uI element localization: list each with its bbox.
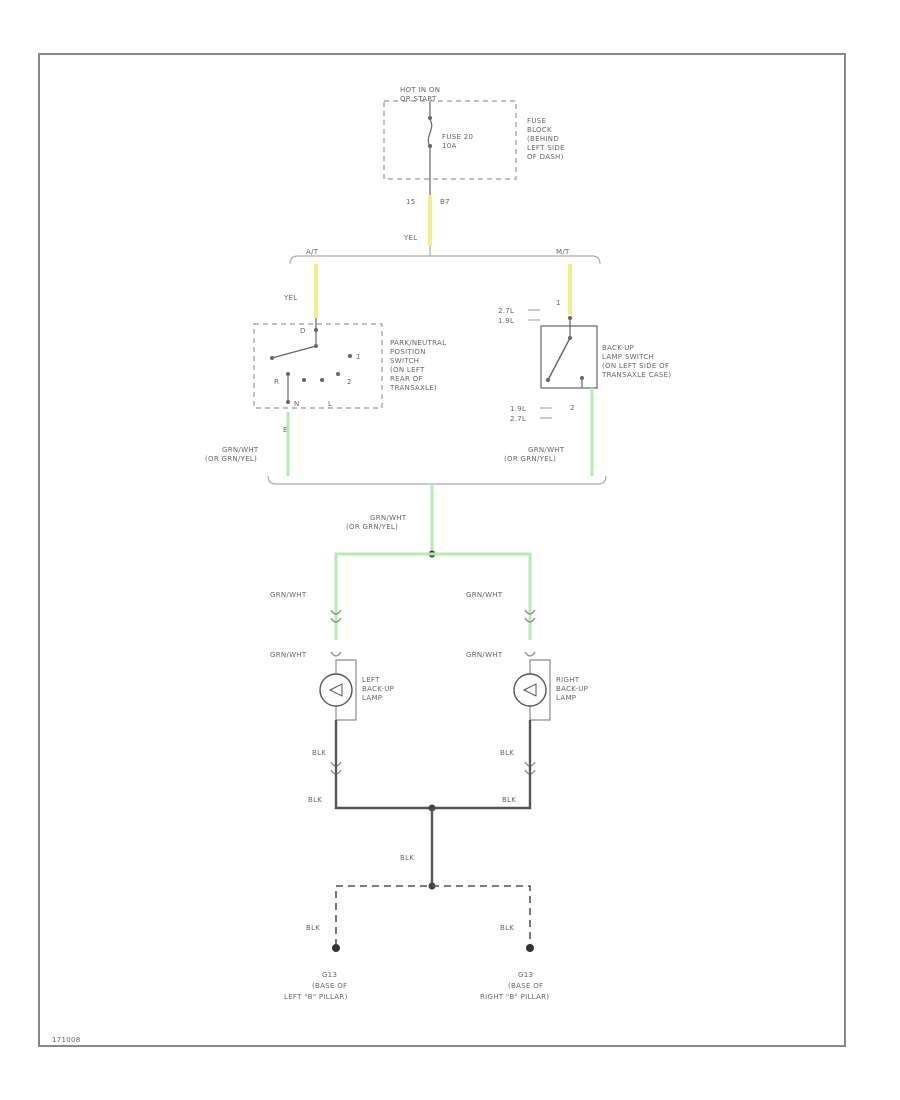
backup-lamp-switch: 2.7L 1.9L 1 BACK-UP LAMP SWITCH (ON LEFT… bbox=[498, 299, 671, 423]
left-lamp-bulb-icon bbox=[319, 673, 353, 707]
right-ground-label-1: G13 bbox=[518, 971, 533, 979]
bu-pin-top1: 2.7L bbox=[498, 307, 514, 315]
right-lamp-label-1: RIGHT bbox=[556, 676, 580, 684]
left-ground-label-3: LEFT "B" PILLAR) bbox=[284, 993, 348, 1001]
right-lamp-blk-2: BLK bbox=[502, 796, 516, 804]
pn-switch-arm bbox=[271, 345, 317, 359]
grn-wire-branch bbox=[334, 552, 532, 640]
fuse-pin-left: 15 bbox=[406, 198, 416, 206]
pn-wire-label: GRN/WHT bbox=[222, 446, 259, 454]
left-lamp-label-2: BACK-UP bbox=[362, 685, 394, 693]
left-lamp-label-3: LAMP bbox=[362, 694, 382, 702]
pn-pin-d: D bbox=[300, 327, 306, 335]
right-lamp-bulb-icon bbox=[513, 673, 547, 707]
left-lamp-label-1: LEFT bbox=[362, 676, 380, 684]
fuse-block-label-1: FUSE bbox=[527, 117, 546, 125]
right-lamp-blk-1: BLK bbox=[500, 749, 514, 757]
pn-pin-1: 1 bbox=[356, 353, 361, 361]
left-lamp-blk-2: BLK bbox=[308, 796, 322, 804]
hot-header-line-1: HOT IN ON bbox=[400, 86, 440, 94]
left-ground: BLK G13 (BASE OF LEFT "B" PILLAR) bbox=[284, 924, 348, 1001]
bu-label-3: (ON LEFT SIDE OF bbox=[602, 362, 669, 370]
right-ground-icon bbox=[526, 944, 534, 952]
pn-pin-r: R bbox=[274, 378, 279, 386]
pn-pin-b: B bbox=[283, 426, 288, 434]
left-backup-lamp: GRN/WHT GRN/WHT LEFT BACK-UP LAMP BLK BL… bbox=[270, 591, 394, 804]
bu-label-2: LAMP SWITCH bbox=[602, 353, 654, 361]
pn-label-3: SWITCH bbox=[390, 357, 419, 365]
bu-wire-label-alt: (OR GRN/YEL) bbox=[504, 455, 556, 463]
fuse-block-label-4: LEFT SIDE bbox=[527, 144, 565, 152]
bu-wire-label: GRN/WHT bbox=[528, 446, 565, 454]
pn-pin-l: L bbox=[328, 400, 332, 408]
pn-pin-2: 2 bbox=[347, 378, 352, 386]
left-lamp-wire-top: GRN/WHT bbox=[270, 591, 307, 599]
pn-label-1: PARK/NEUTRAL bbox=[390, 339, 446, 347]
fuse-block-label-2: BLOCK bbox=[527, 126, 552, 134]
hot-header-line-2: OR START bbox=[400, 95, 437, 103]
pn-wire-label-alt: (OR GRN/YEL) bbox=[205, 455, 257, 463]
right-ground-label-3: RIGHT "B" PILLAR) bbox=[480, 993, 549, 1001]
splice-bracket-bottom bbox=[267, 475, 607, 485]
main-wire-label: GRN/WHT bbox=[370, 514, 407, 522]
blk-wire-lamps bbox=[334, 720, 532, 810]
diagram-frame bbox=[38, 53, 846, 1047]
fuse-label-line-1: FUSE 20 bbox=[442, 133, 473, 141]
splice-label-mt: M/T bbox=[556, 248, 570, 256]
fuse-block-label-5: OF DASH) bbox=[527, 153, 564, 161]
bu-label-4: TRANSAXLE CASE) bbox=[601, 371, 671, 379]
right-ground-label-2: (BASE OF bbox=[508, 982, 543, 990]
left-ground-label-2: (BASE OF bbox=[312, 982, 347, 990]
right-lamp-wire-mid: GRN/WHT bbox=[466, 651, 503, 659]
splice-bracket-top bbox=[289, 255, 601, 265]
fuse-pin-right: B7 bbox=[440, 198, 450, 206]
pn-label-2: POSITION bbox=[390, 348, 426, 356]
splice-label-at: A/T bbox=[306, 248, 319, 256]
pn-label-6: TRANSAXLE) bbox=[389, 384, 437, 392]
pn-pin-n: N bbox=[294, 400, 300, 408]
left-ground-label-1: G13 bbox=[322, 971, 337, 979]
right-lamp-label-3: LAMP bbox=[556, 694, 576, 702]
fuse-block: HOT IN ON OR START FUSE 20 10A FUSE BLOC… bbox=[383, 86, 565, 180]
bu-pin-bot2: 2.7L bbox=[510, 415, 526, 423]
right-lamp-wire-top: GRN/WHT bbox=[466, 591, 503, 599]
bu-pin-bot1: 1.9L bbox=[510, 405, 526, 413]
bu-pin-c1: 1 bbox=[556, 299, 561, 307]
right-lamp-label-2: BACK-UP bbox=[556, 685, 588, 693]
bu-label-1: BACK-UP bbox=[602, 344, 634, 352]
right-ground-blk: BLK bbox=[500, 924, 514, 932]
left-lamp-wire-mid: GRN/WHT bbox=[270, 651, 307, 659]
left-lamp-blk-1: BLK bbox=[312, 749, 326, 757]
park-neutral-switch: D 1 R 2 N L PARK/NEUTRAL POSITION SWITCH… bbox=[253, 318, 446, 409]
figure-id: 171008 bbox=[52, 1036, 81, 1044]
fuse-block-label-3: (BEHIND bbox=[527, 135, 559, 143]
yel-left-label: YEL bbox=[283, 294, 298, 302]
bu-pin-top2: 1.9L bbox=[498, 317, 514, 325]
bu-switch-arm bbox=[547, 337, 571, 381]
yel-main-label: YEL bbox=[403, 234, 418, 242]
bu-pin-c2: 2 bbox=[570, 404, 575, 412]
right-backup-lamp: GRN/WHT GRN/WHT RIGHT BACK-UP LAMP BLK B… bbox=[466, 591, 588, 804]
blk-main-label: BLK bbox=[400, 854, 414, 862]
fuse-label-line-2: 10A bbox=[442, 142, 457, 150]
main-wire-label-alt: (OR GRN/YEL) bbox=[346, 523, 398, 531]
right-ground: BLK G13 (BASE OF RIGHT "B" PILLAR) bbox=[480, 924, 549, 1001]
left-ground-blk: BLK bbox=[306, 924, 320, 932]
pn-label-5: REAR OF bbox=[390, 375, 423, 383]
blk-wire-dashed bbox=[335, 885, 531, 946]
pn-label-4: (ON LEFT bbox=[390, 366, 425, 374]
left-ground-icon bbox=[332, 944, 340, 952]
fuse-icon bbox=[427, 119, 433, 147]
